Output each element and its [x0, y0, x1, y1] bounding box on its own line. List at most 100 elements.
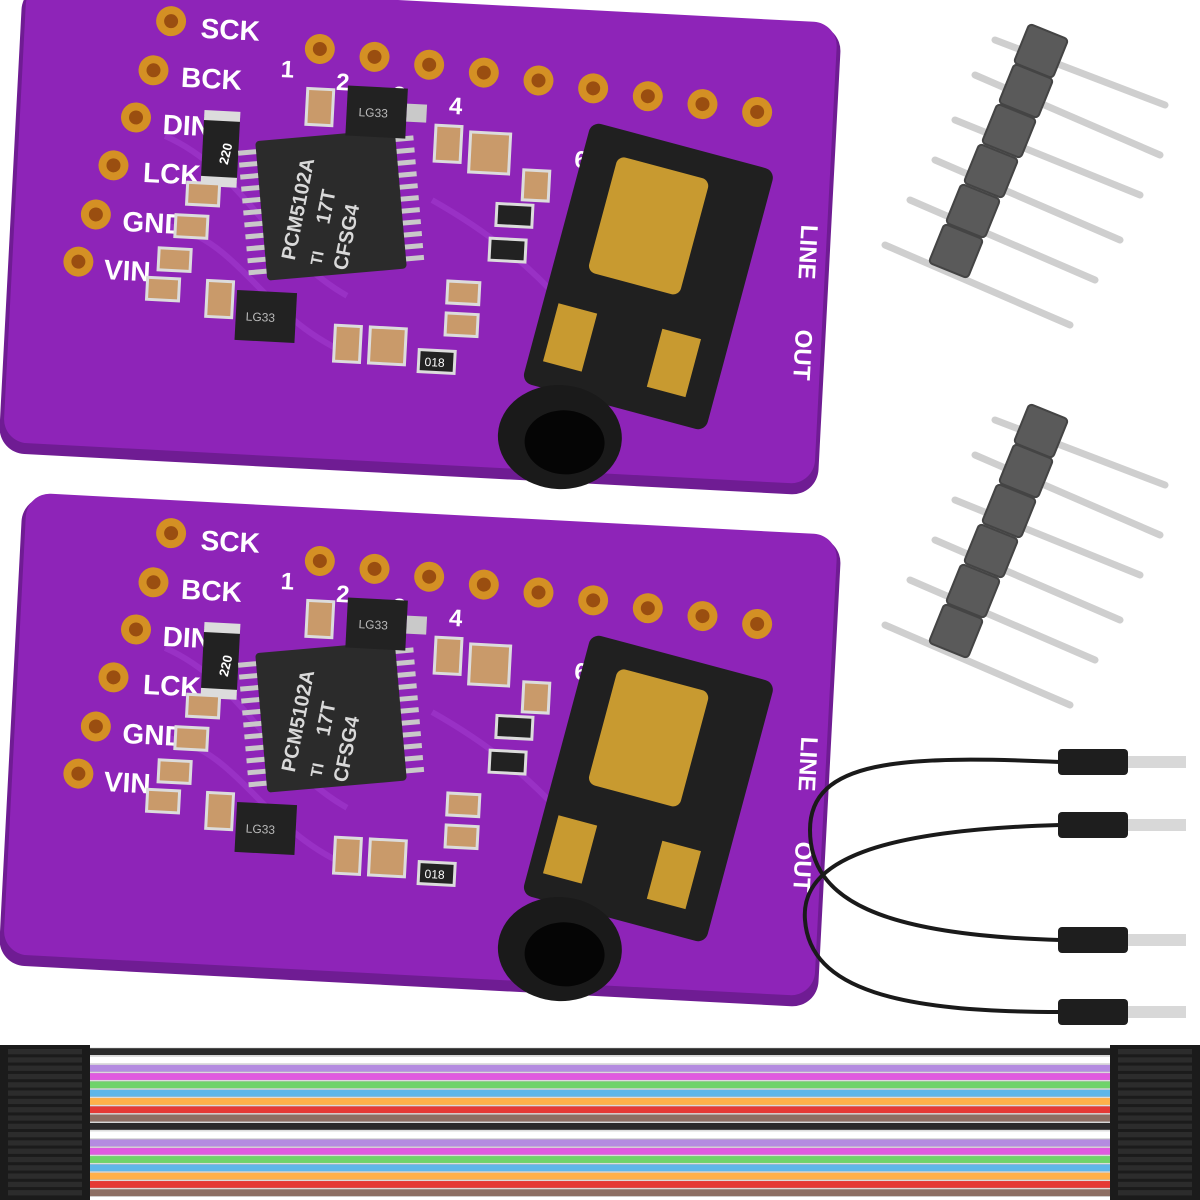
- connector-ridge: [1118, 1073, 1192, 1080]
- connector-ridge: [1118, 1082, 1192, 1088]
- header-plastic: [928, 23, 1069, 279]
- pad-hole: [312, 41, 327, 56]
- capacitor: [304, 598, 336, 640]
- pad-hole: [640, 89, 655, 104]
- chip-pin: [394, 147, 415, 155]
- connector-ridge: [8, 1140, 82, 1146]
- regulator-body: [345, 597, 408, 651]
- connector-ridge: [1118, 1190, 1192, 1196]
- chip-pin: [403, 766, 425, 774]
- chip-pin: [240, 684, 261, 692]
- pad-hole: [146, 575, 161, 590]
- jack-gold-contact: [588, 157, 709, 295]
- pin-labels: SCK BCK DIN LCK GND VIN: [103, 13, 261, 288]
- connector-ridge: [8, 1098, 82, 1105]
- connector-ridge: [1118, 1132, 1192, 1138]
- capacitor: [204, 790, 236, 832]
- capacitor: [445, 279, 482, 307]
- pin-label-bck: BCK: [180, 62, 242, 96]
- connector-ridge: [8, 1049, 82, 1055]
- chip-pin: [238, 672, 260, 680]
- plug-tip: [1128, 1006, 1186, 1018]
- connector-ridge: [8, 1173, 82, 1179]
- top-pads: [304, 33, 773, 127]
- pad-hole: [695, 609, 710, 624]
- chip-pin: [244, 732, 265, 740]
- regulator-bottom: LG33: [234, 289, 298, 344]
- capacitor: [366, 325, 408, 367]
- connector-ridge: [1118, 1123, 1192, 1129]
- resistor-small: [494, 201, 535, 229]
- plug-body: [1058, 749, 1128, 775]
- header-block: [998, 443, 1054, 499]
- chip-pin: [401, 743, 423, 750]
- capacitor: [173, 725, 210, 752]
- capacitor: [204, 278, 236, 320]
- capacitor: [467, 642, 513, 688]
- pin-number: 4: [448, 93, 463, 121]
- chip-pin: [401, 231, 423, 238]
- chip-pins-right: [393, 135, 425, 262]
- resistor-small: [487, 236, 528, 264]
- capacitor: [432, 635, 464, 677]
- chip-pin: [397, 695, 418, 702]
- connector-ridge: [8, 1190, 82, 1196]
- chip-logo: TI: [308, 762, 327, 779]
- chip-pin: [248, 780, 269, 788]
- connector-ridge: [1118, 1057, 1192, 1063]
- chip-pins-left: [237, 660, 269, 788]
- capacitor: [156, 758, 193, 786]
- header-plastic: [928, 403, 1069, 659]
- pin-label-vin: VIN: [103, 766, 151, 799]
- regulator-label: LG33: [245, 821, 275, 837]
- pad-hole: [164, 526, 179, 541]
- chip-pin: [238, 160, 260, 168]
- connector-ridge: [8, 1082, 82, 1088]
- connector-ridge: [1118, 1173, 1192, 1179]
- chip-pin: [402, 754, 424, 762]
- pad-hole: [129, 110, 144, 125]
- top-pads: [304, 545, 773, 639]
- chip-pin: [244, 220, 265, 228]
- chip-pin: [243, 208, 264, 216]
- chip-pin: [395, 159, 416, 167]
- chip-pin: [400, 731, 422, 738]
- capacitor: [184, 180, 222, 208]
- header-block: [998, 63, 1054, 119]
- chip-pins-right: [393, 647, 425, 774]
- capacitor: [520, 680, 552, 715]
- ribbon-wire: [79, 1188, 1121, 1197]
- ribbon-wire: [79, 1097, 1121, 1106]
- audio-plug: [1058, 749, 1186, 775]
- chip-pin: [241, 184, 262, 192]
- ribbon-wire: [79, 1089, 1121, 1098]
- chip-pin: [399, 719, 420, 726]
- pin-label-sck: SCK: [200, 13, 261, 47]
- chip-pin: [396, 171, 417, 178]
- jack-socket-hole: [524, 922, 605, 987]
- audio-plug: [1058, 812, 1186, 838]
- resistor-220: 220: [200, 622, 241, 700]
- pad-hole: [106, 670, 121, 685]
- pad-hole: [586, 593, 601, 608]
- pad-hole: [750, 616, 765, 631]
- header-pin: [931, 536, 1124, 624]
- pad-hole: [531, 585, 546, 600]
- chip-pin: [237, 660, 259, 668]
- pad-hole: [750, 104, 765, 119]
- capacitor: [520, 168, 552, 203]
- small-component-label: 018: [424, 355, 445, 370]
- header-block: [981, 103, 1037, 159]
- left-pads: [63, 6, 187, 277]
- pin-label-sck: SCK: [200, 525, 261, 559]
- ribbon-wire: [79, 1147, 1121, 1156]
- header-pin: [906, 196, 1099, 284]
- audio-jack: [497, 635, 773, 1002]
- resistor-small: [494, 713, 535, 741]
- chip-pin: [399, 207, 420, 214]
- connector-ridge: [8, 1123, 82, 1129]
- chip-body: [255, 641, 407, 793]
- pad-hole: [422, 569, 437, 584]
- out-label: OUT: [787, 329, 817, 381]
- small-component-label: 018: [424, 867, 445, 882]
